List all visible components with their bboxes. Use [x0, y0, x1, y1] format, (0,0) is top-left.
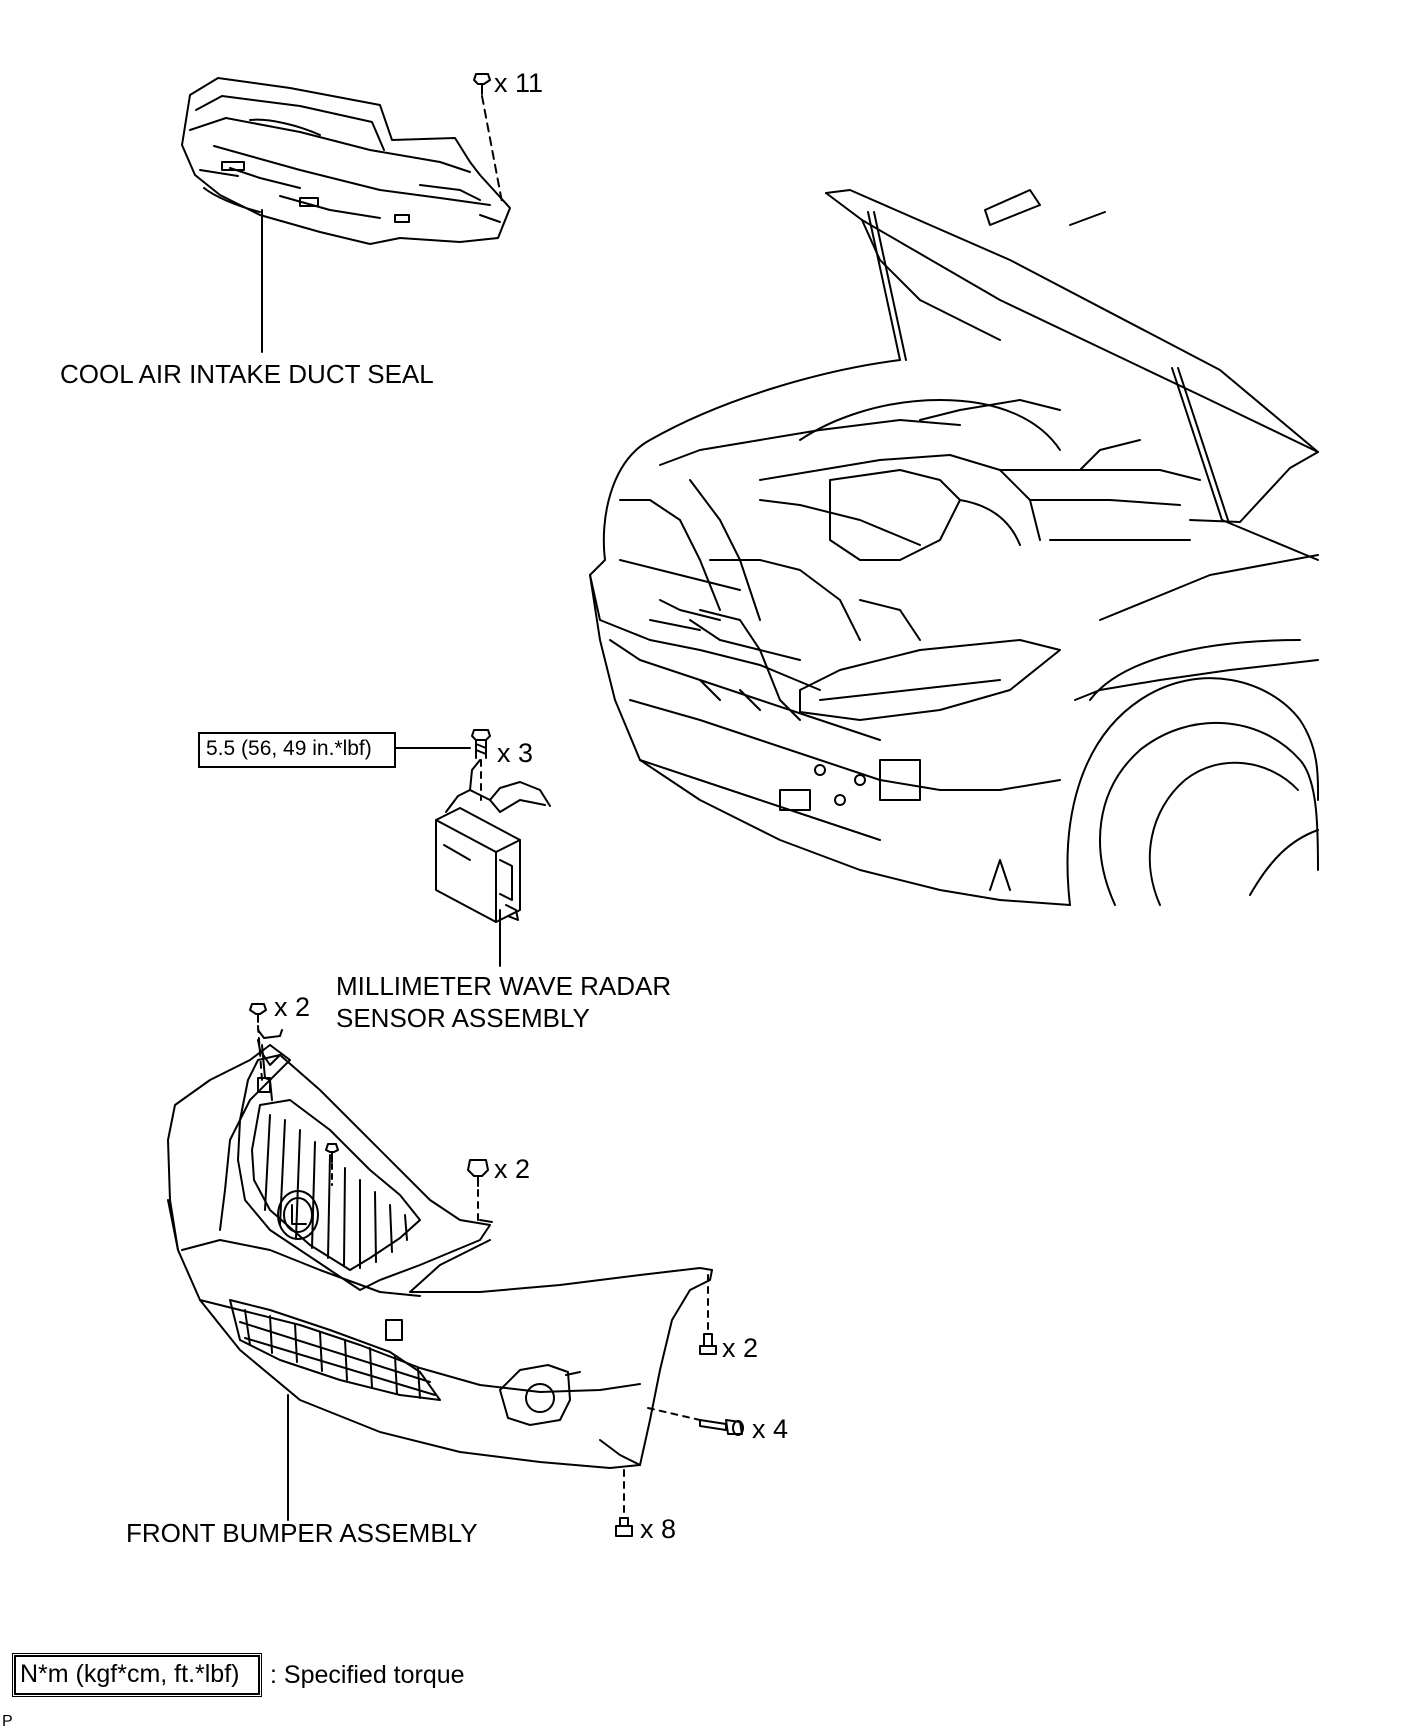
radar-bolt-icon: [471, 729, 491, 759]
bumper-side-screw-icon: [699, 1333, 717, 1355]
front-bumper-drawing: [167, 1029, 713, 1469]
radar-sensor-drawing: [435, 759, 551, 923]
radar-torque-spec-box: 5.5 (56, 49 in.*lbf): [198, 732, 396, 768]
duct-seal-clip-count: x 11: [494, 68, 544, 98]
bumper-side-bolt-path: [647, 1407, 701, 1421]
front-bumper-assembly-label: FRONT BUMPER ASSEMBLY: [126, 1518, 478, 1548]
duct-seal-clip-icon: [473, 73, 491, 95]
bumper-top-right-clip-icon: [467, 1159, 489, 1187]
bumper-side-bolt-count: x 4: [752, 1414, 789, 1444]
bumper-side-bolt-icon: [699, 1419, 744, 1436]
bumper-side-screw-count: x 2: [722, 1333, 759, 1363]
bumper-bottom-screw-count: x 8: [640, 1514, 677, 1544]
torque-unit-legend-box: N*m (kgf*cm, ft.*lbf): [12, 1653, 262, 1697]
duct-seal-clip-path: [481, 95, 503, 203]
bumper-bottom-screw-icon: [615, 1517, 633, 1537]
corner-mark: P: [2, 1713, 13, 1730]
vehicle-front-drawing: [589, 189, 1320, 906]
torque-legend-description: : Specified torque: [270, 1661, 465, 1689]
bumper-top-center-clip-count: x 2: [494, 1154, 531, 1184]
bumper-top-left-clip-count: x 2: [274, 992, 311, 1022]
bumper-top-left-clip-path: [257, 1025, 263, 1081]
bumper-top-left-clip-icon: [249, 1003, 267, 1023]
cool-air-intake-duct-seal-drawing: [181, 77, 511, 245]
radar-sensor-label-line1: MILLIMETER WAVE RADAR: [336, 971, 672, 1001]
cool-air-intake-duct-seal-label: COOL AIR INTAKE DUCT SEAL: [60, 359, 434, 389]
radar-bolt-count: x 3: [497, 738, 534, 768]
bumper-top-center-clip-icon: [325, 1143, 339, 1186]
radar-sensor-label-line2: SENSOR ASSEMBLY: [336, 1003, 590, 1033]
